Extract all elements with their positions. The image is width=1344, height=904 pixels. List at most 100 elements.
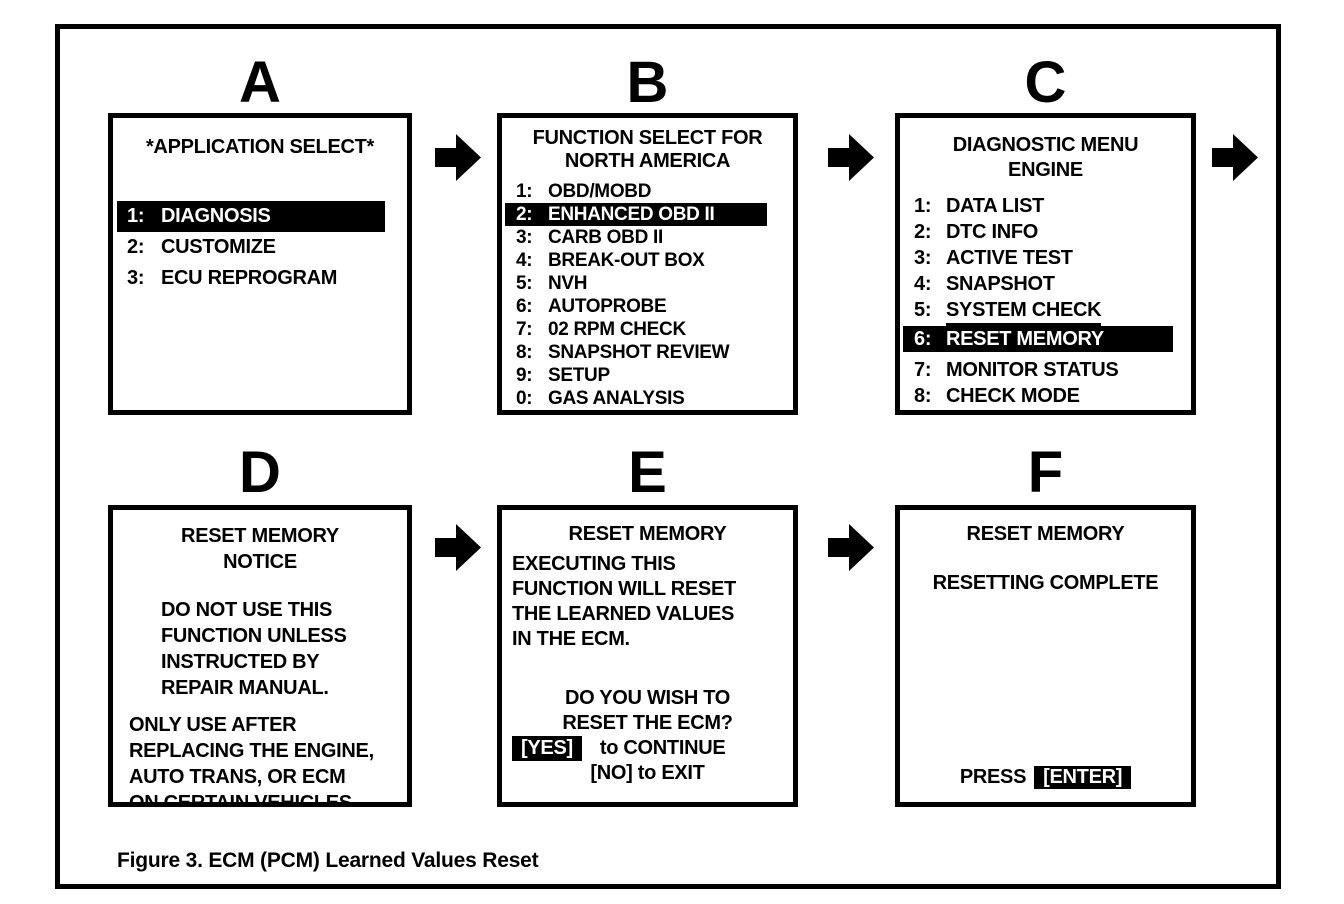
menu-item-number: 6:	[914, 328, 932, 350]
screen-application-select: *APPLICATION SELECT* 1: DIAGNOSIS 2: CUS…	[108, 113, 412, 415]
menu-item-monitor-status: 7: MONITOR STATUS	[900, 357, 1191, 383]
menu-item-label: SETUP	[548, 365, 610, 386]
screen-title-line2: NOTICE	[223, 551, 297, 573]
menu-item-label: GAS ANALYSIS	[548, 388, 685, 409]
step-label-a: A	[239, 50, 281, 115]
step-label-d: D	[239, 440, 281, 505]
menu-item-number: 5:	[516, 273, 533, 294]
menu-item-label: CARB OBD II	[548, 227, 663, 248]
menu-item-label: 02 RPM CHECK	[548, 319, 686, 340]
menu-item-number: 2:	[127, 236, 145, 258]
screen-title-line1: RESET MEMORY	[181, 525, 339, 547]
menu-item-label: ECU REPROGRAM	[161, 267, 338, 289]
screen-title: DIAGNOSTIC MENU ENGINE	[900, 133, 1191, 183]
menu-item-label: BREAK-OUT BOX	[548, 250, 705, 271]
yes-option-text: to CONTINUE	[599, 737, 726, 759]
yes-option-line: [YES] to CONTINUE	[512, 736, 793, 761]
menu-item-dtc-info: 2: DTC INFO	[900, 219, 1191, 245]
screen-title: *APPLICATION SELECT*	[145, 136, 375, 158]
menu-item-active-test: 3: ACTIVE TEST	[900, 245, 1191, 271]
no-option-line: [NO] to EXIT	[590, 762, 705, 784]
arrow-right-icon	[828, 133, 875, 182]
menu-item-carb-obd-ii: 3: CARB OBD II	[502, 226, 793, 249]
menu-item-label: CUSTOMIZE	[161, 236, 276, 258]
arrow-right-icon	[1212, 133, 1259, 182]
menu-item-nvh: 5: NVH	[502, 272, 793, 295]
menu-item-label: CHECK MODE	[946, 385, 1080, 407]
screen-title-line1: DIAGNOSTIC MENU	[952, 134, 1139, 156]
menu-item-diagnosis-selected: 1: DIAGNOSIS	[117, 201, 385, 232]
menu-item-snapshot-review: 8: SNAPSHOT REVIEW	[502, 341, 793, 364]
menu-item-check-mode: 8: CHECK MODE	[900, 383, 1191, 409]
text-line: EXECUTING THIS	[512, 553, 676, 575]
menu-item-number: 1:	[914, 195, 932, 217]
menu-item-label: SNAPSHOT	[946, 273, 1055, 295]
text-line: ONLY USE AFTER	[129, 714, 297, 736]
screen-title: RESET MEMORY	[568, 523, 727, 545]
text-line: IN THE ECM.	[512, 628, 630, 650]
screen-diagnostic-menu: DIAGNOSTIC MENU ENGINE 1: DATA LIST 2: D…	[895, 113, 1196, 415]
menu-item-label: NVH	[548, 273, 588, 294]
menu-item-label: DTC INFO	[946, 221, 1039, 243]
menu-item-number: 9:	[516, 365, 533, 386]
text-line: AUTO TRANS, OR ECM	[129, 766, 346, 788]
notice-usage-text: ONLY USE AFTER REPLACING THE ENGINE, AUT…	[129, 712, 407, 802]
screen-resetting-complete: RESET MEMORY RESETTING COMPLETE PRESS[EN…	[895, 505, 1196, 807]
menu-item-number: 2:	[914, 221, 932, 243]
press-enter-line: PRESS[ENTER]	[900, 766, 1191, 789]
arrow-right-icon	[435, 523, 482, 572]
menu-item-number: 8:	[914, 385, 932, 407]
text-line: THE LEARNED VALUES	[512, 603, 735, 625]
menu-item-number: 7:	[914, 359, 932, 381]
screen-function-select: FUNCTION SELECT FOR NORTH AMERICA 1: OBD…	[497, 113, 798, 415]
menu-item-label: SYSTEM CHECK	[946, 297, 1102, 326]
menu-list: 1: DATA LIST 2: DTC INFO 3: ACTIVE TEST …	[900, 193, 1191, 409]
screen-title-line2: ENGINE	[1008, 159, 1083, 181]
screen-title-line2: NORTH AMERICA	[564, 150, 731, 172]
confirm-description-text: EXECUTING THIS FUNCTION WILL RESET THE L…	[512, 552, 793, 652]
text-line: FUNCTION UNLESS	[161, 625, 347, 647]
menu-list: 1: DIAGNOSIS 2: CUSTOMIZE 3: ECU REPROGR…	[113, 201, 407, 294]
menu-item-setup: 9: SETUP	[502, 364, 793, 387]
yes-key-highlight: [YES]	[512, 736, 582, 761]
menu-item-number: 1:	[127, 205, 145, 227]
enter-key-highlight: [ENTER]	[1034, 766, 1132, 789]
menu-item-number: 0:	[516, 388, 533, 409]
menu-item-number: 3:	[516, 227, 533, 248]
confirm-question-text: DO YOU WISH TO RESET THE ECM?	[502, 686, 793, 736]
menu-item-obd-mobd: 1: OBD/MOBD	[502, 180, 793, 203]
text-line: REPLACING THE ENGINE,	[129, 740, 374, 762]
status-text: RESETTING COMPLETE	[932, 572, 1159, 594]
menu-item-customize: 2: CUSTOMIZE	[113, 232, 407, 263]
text-line: REPAIR MANUAL.	[161, 677, 329, 699]
menu-item-number: 4:	[516, 250, 533, 271]
menu-item-label: RESET MEMORY	[946, 328, 1104, 350]
text-line: DO YOU WISH TO	[564, 687, 731, 709]
menu-list: 1: OBD/MOBD 2: ENHANCED OBD II 3: CARB O…	[502, 180, 793, 410]
menu-item-number: 7:	[516, 319, 533, 340]
screen-title: RESET MEMORY	[966, 523, 1125, 545]
menu-item-reset-memory-selected: 6: RESET MEMORY	[903, 326, 1173, 352]
menu-item-number: 4:	[914, 273, 932, 295]
figure-caption: Figure 3. ECM (PCM) Learned Values Reset	[117, 849, 539, 872]
menu-item-label: DIAGNOSIS	[161, 205, 271, 227]
menu-item-number: 3:	[914, 247, 932, 269]
menu-item-label: DATA LIST	[946, 195, 1045, 217]
step-label-e: E	[628, 440, 667, 505]
menu-item-autoprobe: 6: AUTOPROBE	[502, 295, 793, 318]
step-label-f: F	[1027, 440, 1064, 505]
menu-item-data-list: 1: DATA LIST	[900, 193, 1191, 219]
menu-item-gas-analysis: 0: GAS ANALYSIS	[502, 387, 793, 410]
menu-item-number: 5:	[914, 299, 932, 321]
text-line: FUNCTION WILL RESET	[512, 578, 736, 600]
screen-title-line1: FUNCTION SELECT FOR	[532, 127, 763, 149]
text-line: INSTRUCTED BY	[161, 651, 320, 673]
screen-reset-memory-notice: RESET MEMORY NOTICE DO NOT USE THIS FUNC…	[108, 505, 412, 807]
screen-title: FUNCTION SELECT FOR NORTH AMERICA	[502, 127, 793, 173]
menu-item-enhanced-obd-ii-selected: 2: ENHANCED OBD II	[505, 203, 767, 226]
menu-item-number: 6:	[516, 296, 533, 317]
arrow-right-icon	[828, 523, 875, 572]
menu-item-number: 3:	[127, 267, 145, 289]
menu-item-snapshot: 4: SNAPSHOT	[900, 271, 1191, 297]
menu-item-number: 2:	[516, 204, 533, 225]
